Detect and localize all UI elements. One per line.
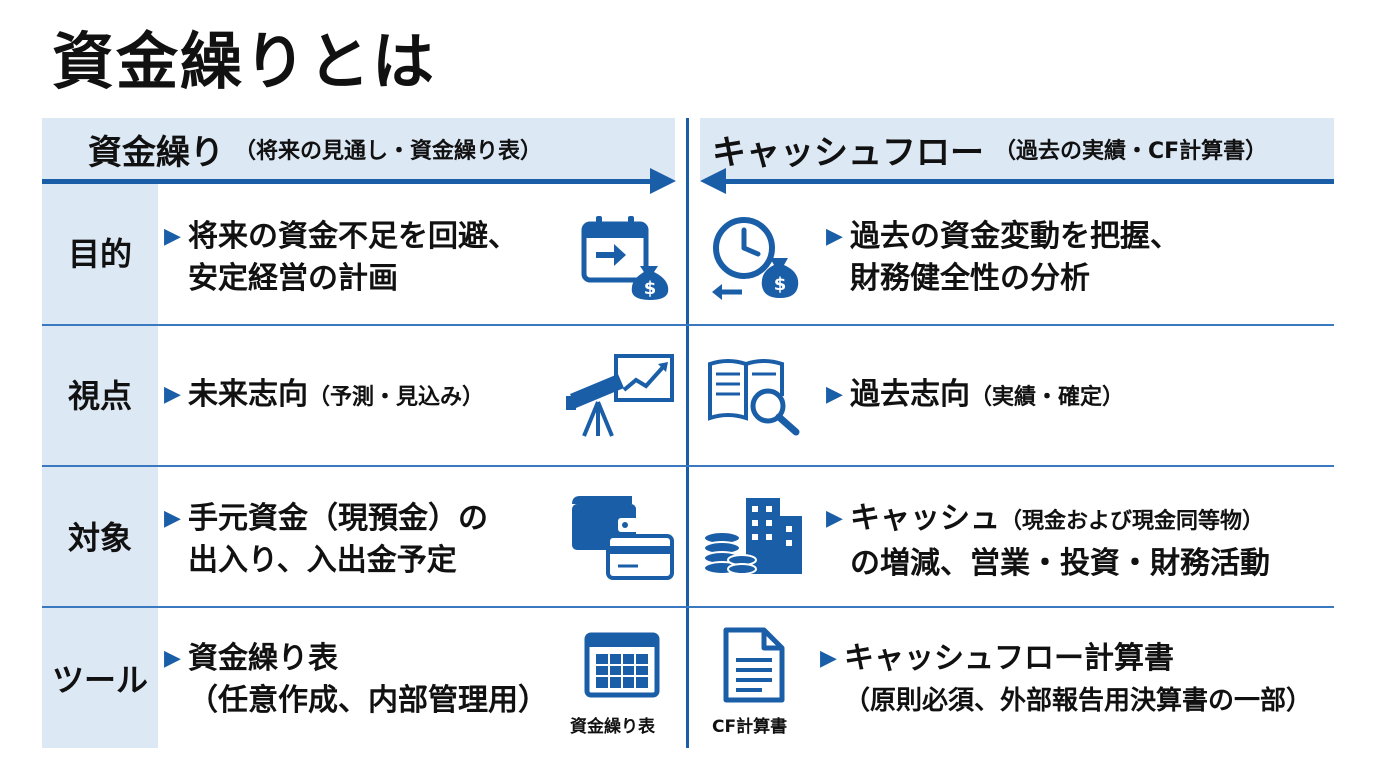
header-right-main: キャッシュフロー (712, 132, 984, 173)
row-label-tool: ツール (51, 661, 148, 699)
document-icon (723, 627, 785, 703)
header-bg-left (42, 118, 675, 180)
future-arrow-head (650, 168, 676, 194)
purpose-left-text: ▶ 将来の資金不足を回避、 安定経営の計画 (164, 216, 518, 300)
header-bg-right (700, 118, 1334, 180)
telescope-chart-icon (566, 354, 674, 437)
svg-text:$: $ (644, 278, 657, 299)
tool-right-caption: CF計算書 (712, 717, 788, 737)
page-title: 資金繰りとは (52, 25, 437, 98)
tool-right-text: ▶ キャッシュフロー計算書 （原則必須、外部報告用決算書の一部） (820, 638, 1312, 722)
purpose-right-text: ▶ 過去の資金変動を把握、 財務健全性の分析 (826, 216, 1180, 300)
clock-money-bag-icon: $ (712, 217, 799, 300)
row-label-viewpoint: 視点 (67, 377, 132, 415)
future-arrow-line (42, 179, 654, 184)
book-magnifier-icon (708, 359, 800, 436)
bullet-triangle-icon: ▶ (164, 506, 181, 531)
target-right-text: ▶ キャッシュ（現金および現金同等物） の増減、営業・投資・財務活動 (826, 498, 1270, 585)
row-divider (42, 324, 1334, 326)
row-divider (42, 606, 1334, 608)
row-divider (42, 465, 1334, 467)
row-label-strip (42, 118, 158, 748)
row-label-target: 対象 (67, 519, 132, 557)
header-right: キャッシュフロー （過去の実績・CF計算書） (712, 118, 1267, 180)
target-left-text: ▶ 手元資金（現預金）の 出入り、入出金予定 (164, 498, 488, 582)
header-left: 資金繰り （将来の見通し・資金繰り表） (88, 118, 542, 180)
spreadsheet-window-icon (584, 632, 660, 698)
viewpoint-left-text: ▶ 未来志向（予測・見込み） (164, 374, 484, 419)
past-arrow-head (700, 168, 726, 194)
bullet-triangle-icon: ▶ (820, 646, 837, 671)
viewpoint-right-text: ▶ 過去志向（実績・確定） (826, 374, 1124, 419)
bullet-triangle-icon: ▶ (164, 224, 181, 249)
row-label-purpose: 目的 (67, 235, 132, 273)
bullet-triangle-icon: ▶ (826, 224, 843, 249)
wallet-card-icon (572, 496, 674, 580)
bullet-triangle-icon: ▶ (826, 382, 843, 407)
center-divider (686, 118, 689, 748)
header-left-main: 資金繰り (88, 132, 224, 173)
svg-text:$: $ (774, 274, 787, 295)
bullet-triangle-icon: ▶ (164, 646, 181, 671)
bullet-triangle-icon: ▶ (164, 382, 181, 407)
tool-left-caption: 資金繰り表 (570, 717, 655, 737)
header-right-sub: （過去の実績・CF計算書） (994, 139, 1268, 164)
coins-building-icon (703, 498, 802, 575)
bullet-triangle-icon: ▶ (826, 506, 843, 531)
calendar-money-bag-icon: $ (581, 216, 669, 300)
past-arrow-line (722, 179, 1334, 184)
tool-left-text: ▶ 資金繰り表 （任意作成、内部管理用） (164, 638, 548, 722)
header-left-sub: （将来の見通し・資金繰り表） (234, 139, 543, 164)
